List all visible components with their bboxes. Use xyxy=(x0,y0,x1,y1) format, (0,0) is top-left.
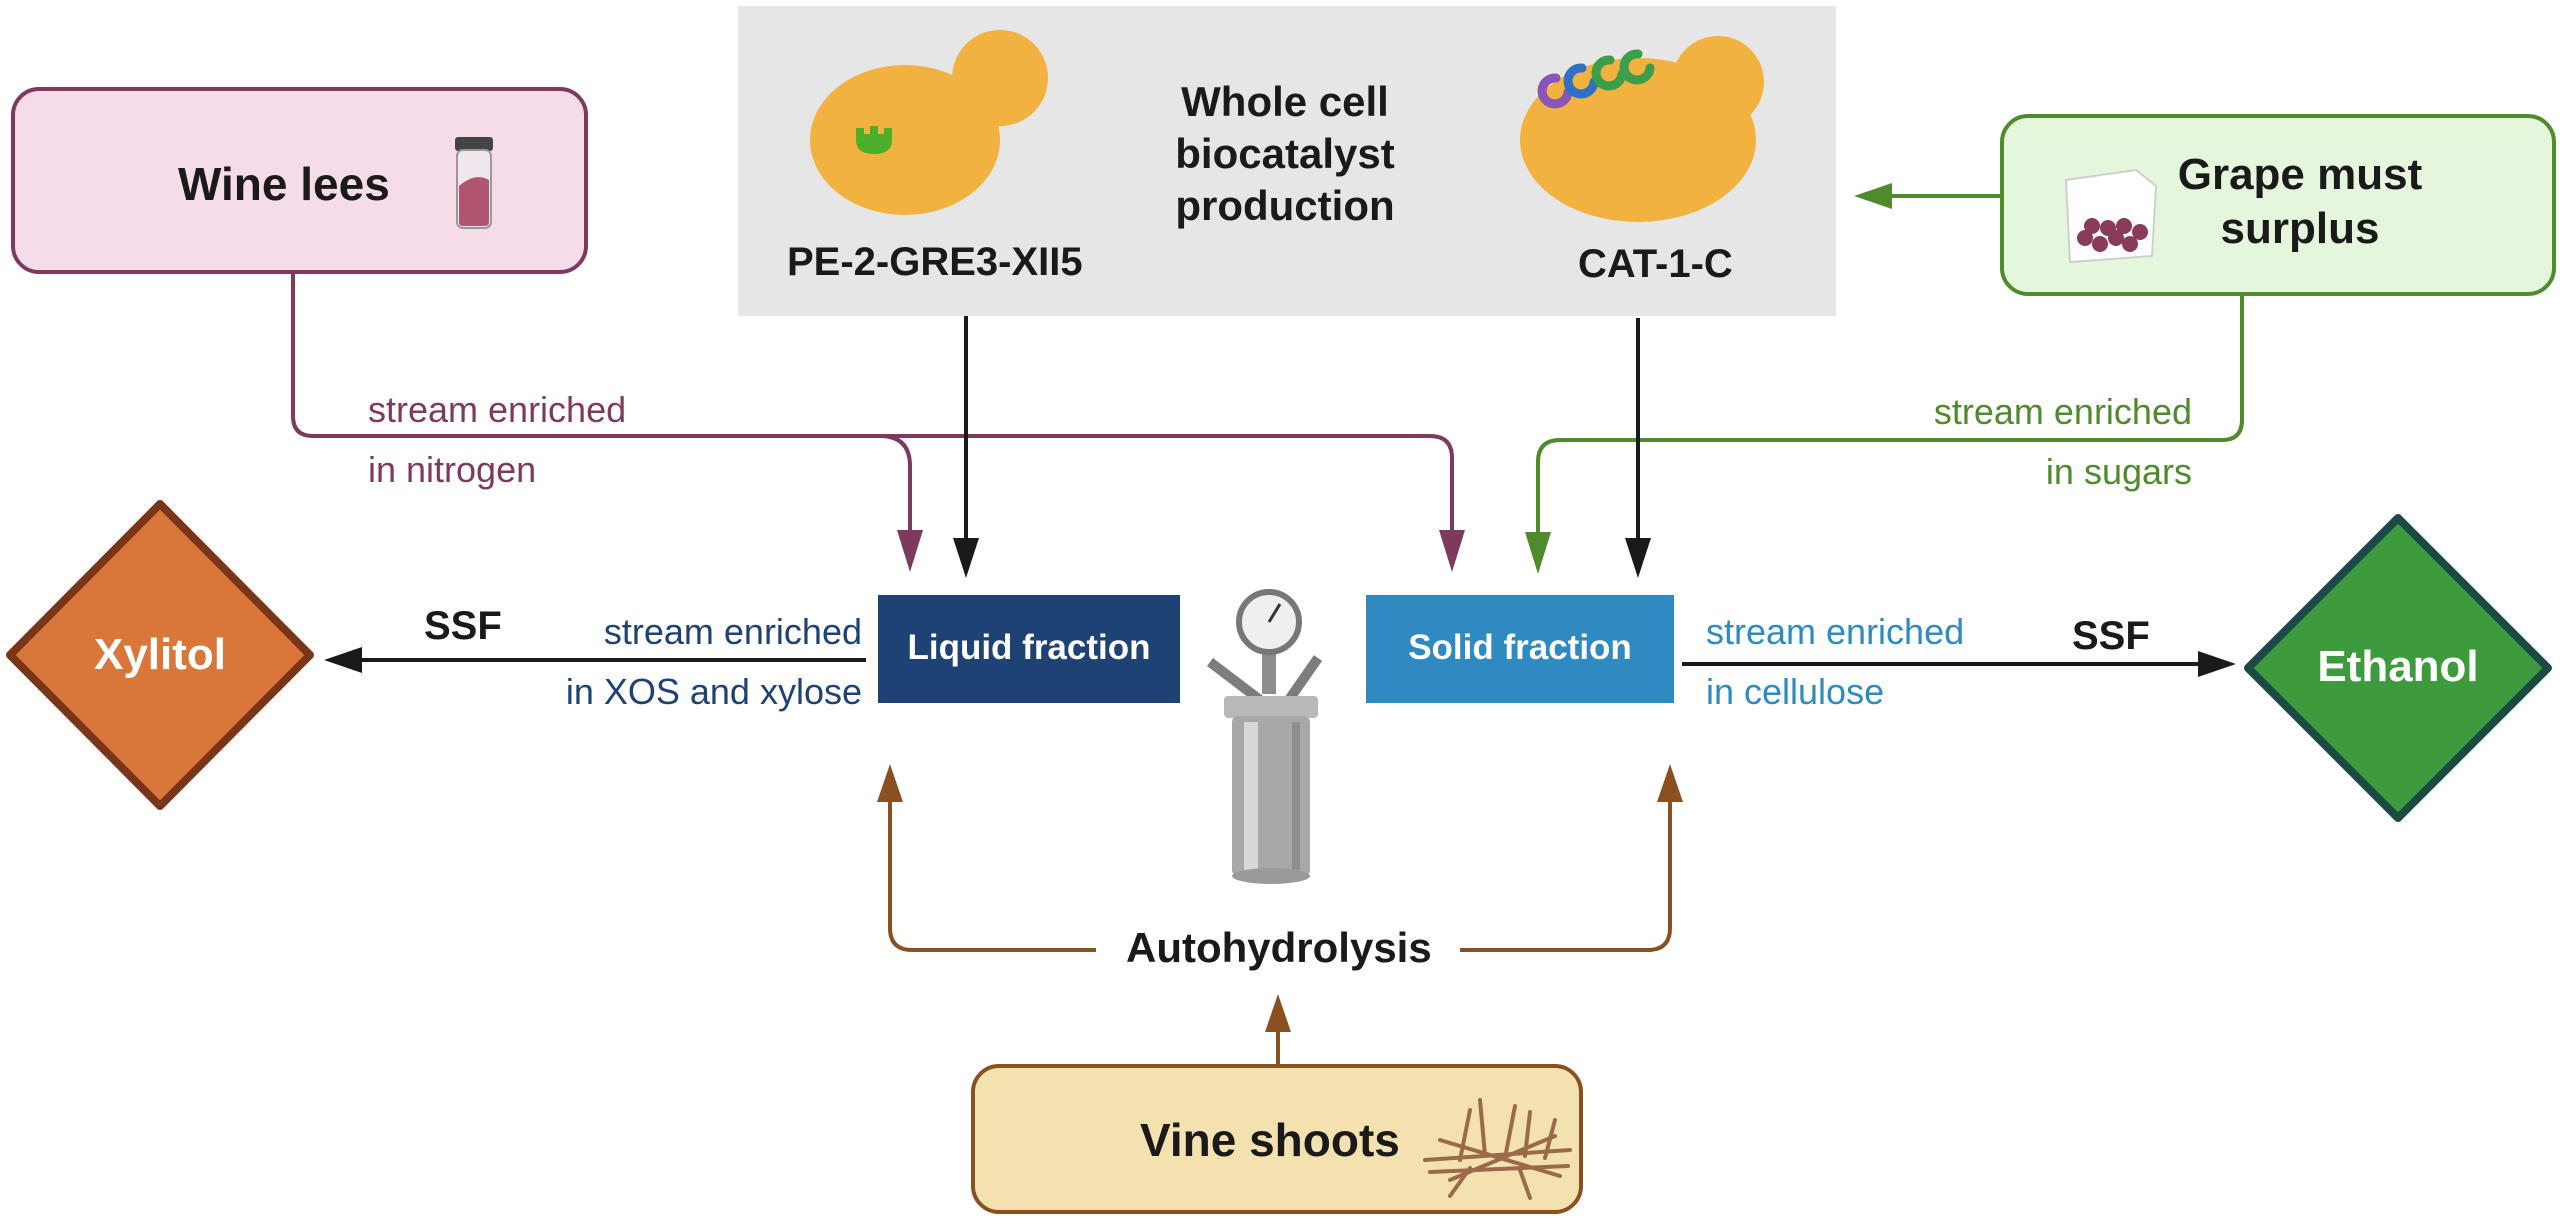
solid-fraction-label: Solid fraction xyxy=(1408,628,1632,667)
ethanol-diamond xyxy=(2244,514,2552,822)
to-xylitol-arrowhead xyxy=(324,647,362,673)
grape-to-panel-arrowhead xyxy=(1854,183,1892,209)
vine-to-autohydrolysis-arrowhead xyxy=(1265,994,1291,1032)
liquid-fraction-box xyxy=(878,595,1180,703)
wine-lees-box xyxy=(11,87,588,274)
biocatalyst-left-arrowhead xyxy=(953,538,979,578)
nitrogen-stream-label: stream enriched in nitrogen xyxy=(368,380,626,500)
biocatalyst-title-line-1: Whole cell xyxy=(1181,78,1389,125)
nitrogen-arrowhead-liquid xyxy=(897,530,923,572)
ssf-left-label: SSF xyxy=(424,604,502,648)
autohydrolysis-right-arrowhead xyxy=(1657,764,1683,802)
xylitol-diamond xyxy=(6,500,314,810)
solid-fraction-box xyxy=(1366,595,1674,703)
grape-bag-icon xyxy=(2064,168,2158,264)
biocatalyst-title-line-3: production xyxy=(1175,182,1395,229)
yeast-left-icon xyxy=(810,30,1048,215)
vine-shoots-box xyxy=(971,1064,1583,1214)
nitrogen-stream-line xyxy=(291,274,1454,530)
nitrogen-arrowhead-solid xyxy=(1439,530,1465,572)
grape-must-line-1: Grape must xyxy=(2177,150,2423,199)
autohydrolysis-right-line xyxy=(1460,800,1672,952)
xos-stream-line-1: stream enriched xyxy=(603,611,862,652)
strain-left-label: PE-2-GRE3-XII5 xyxy=(787,240,1083,284)
sugars-arrowhead-solid xyxy=(1525,532,1551,574)
xos-stream-label: stream enriched in XOS and xylose xyxy=(520,602,862,722)
autohydrolysis-left-line xyxy=(888,800,1096,952)
cellulose-stream-label: stream enriched in cellulose xyxy=(1706,602,1964,722)
biocatalyst-title: Whole cell biocatalyst production xyxy=(1130,76,1440,232)
sugars-stream-line-2: in sugars xyxy=(2045,451,2192,492)
autohydrolysis-label: Autohydrolysis xyxy=(1126,924,1432,971)
sugars-stream-line-1: stream enriched xyxy=(1933,391,2192,432)
biocatalyst-right-arrowhead xyxy=(1625,538,1651,578)
xos-stream-line-2: in XOS and xylose xyxy=(565,671,862,712)
reactor-icon xyxy=(1206,589,1323,884)
grape-must-label: Grape must surplus xyxy=(2150,148,2450,256)
to-ethanol-arrowhead xyxy=(2198,651,2236,677)
cellulose-stream-line-1: stream enriched xyxy=(1706,611,1965,652)
wine-jar-icon xyxy=(455,137,493,229)
sugars-stream-line xyxy=(1536,296,2244,534)
strain-right-label: CAT-1-C xyxy=(1578,242,1733,286)
autohydrolysis-left-arrowhead xyxy=(877,764,903,802)
wine-lees-label: Wine lees xyxy=(178,158,390,210)
yeast-right-icon xyxy=(1520,36,1764,222)
sugars-stream-label: stream enriched in sugars xyxy=(1838,382,2192,502)
liquid-fraction-label: Liquid fraction xyxy=(907,628,1151,667)
vine-shoots-label: Vine shoots xyxy=(1140,1114,1400,1166)
ssf-right-label: SSF xyxy=(2072,614,2150,658)
grape-must-line-2: surplus xyxy=(2220,204,2380,253)
nitrogen-stream-line-1: stream enriched xyxy=(368,389,627,430)
vine-shoots-icon xyxy=(1423,1098,1572,1200)
xylitol-label: Xylitol xyxy=(93,630,227,679)
ethanol-label: Ethanol xyxy=(2317,642,2479,691)
biocatalyst-title-line-2: biocatalyst xyxy=(1175,130,1395,177)
nitrogen-stream-line-2: in nitrogen xyxy=(368,449,537,490)
cellulose-stream-line-2: in cellulose xyxy=(1706,671,1885,712)
nitrogen-branch-line xyxy=(879,434,912,532)
